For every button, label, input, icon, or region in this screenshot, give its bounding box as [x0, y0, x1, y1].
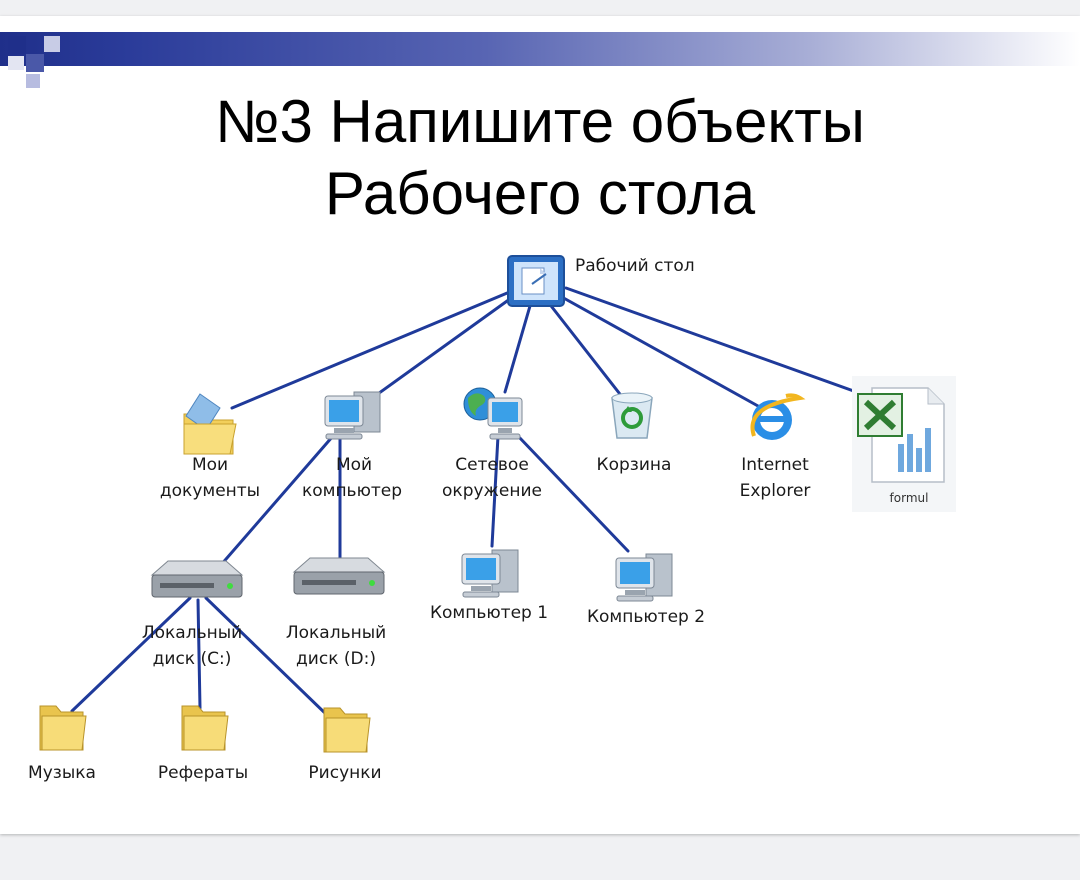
node-my-documents[interactable]: Мои документы — [160, 393, 260, 501]
slide: №3 Напишите объекты Рабочего стола — [0, 16, 1080, 834]
connector-desktop-documents — [230, 289, 514, 410]
title-line-1: №3 Напишите объекты — [215, 88, 865, 155]
node-network[interactable]: Сетевое окружение — [442, 387, 542, 501]
my-documents-label-2: документы — [160, 481, 260, 501]
node-computer-2[interactable]: Компьютер 2 — [587, 553, 705, 627]
my-computer-label-1: Мой — [336, 455, 372, 475]
disk-d-label-2: диск (D:) — [296, 649, 376, 669]
connector-desktop-ie — [558, 294, 760, 408]
desktop-label: Рабочий стол — [575, 256, 695, 276]
music-label: Музыка — [28, 763, 96, 783]
network-label-1: Сетевое — [455, 455, 529, 475]
node-internet-explorer[interactable]: Internet Explorer — [740, 393, 811, 501]
node-my-computer[interactable]: Мой компьютер — [302, 391, 402, 501]
node-pictures[interactable]: Рисунки — [308, 707, 382, 783]
ie-label-1: Internet — [741, 455, 809, 475]
hard-drive-icon — [292, 557, 386, 595]
folder-icon — [181, 705, 229, 751]
computer-2-label: Компьютер 2 — [587, 607, 705, 627]
decor-square — [26, 54, 44, 72]
network-globe-icon — [463, 387, 523, 440]
connector-desktop-network — [503, 304, 532, 394]
documents-folder-icon — [183, 393, 237, 455]
decor-square — [8, 56, 24, 70]
decor-square — [44, 36, 60, 52]
excel-file-label: formul — [890, 491, 929, 505]
computer-icon — [461, 549, 519, 598]
recycle-bin-label: Корзина — [597, 455, 672, 475]
pictures-label: Рисунки — [308, 763, 381, 783]
connector-desktop-recycle — [546, 300, 625, 400]
connector-desktop-excel — [564, 286, 864, 396]
folder-icon — [39, 705, 87, 751]
node-excel-file[interactable]: formul — [852, 376, 956, 512]
desktop-tree-diagram: Рабочий стол Мои документы Мой компьютер — [28, 255, 956, 783]
essays-label: Рефераты — [158, 763, 248, 783]
connector-network-comp2 — [516, 434, 630, 553]
node-disk-c[interactable]: Локальный диск (C:) — [142, 560, 244, 669]
connector-diskc-essays — [196, 598, 202, 710]
node-desktop[interactable]: Рабочий стол — [507, 255, 695, 307]
connector-computer-diskc — [218, 434, 335, 568]
my-computer-label-2: компьютер — [302, 481, 402, 501]
folder-icon — [323, 707, 371, 753]
network-label-2: окружение — [442, 481, 542, 501]
node-computer-1[interactable]: Компьютер 1 — [430, 549, 548, 623]
disk-c-label-2: диск (C:) — [153, 649, 232, 669]
recycle-bin-icon — [611, 392, 653, 439]
node-disk-d[interactable]: Локальный диск (D:) — [286, 557, 386, 669]
connector-network-comp1 — [490, 434, 500, 548]
my-documents-label-1: Мои — [192, 455, 228, 475]
title-line-2: Рабочего стола — [324, 160, 756, 227]
header-gradient-bar — [0, 32, 1080, 66]
node-essays[interactable]: Рефераты — [158, 705, 248, 783]
node-music[interactable]: Музыка — [28, 705, 96, 783]
connector-desktop-computer — [373, 294, 516, 398]
decor-square — [8, 36, 26, 54]
computer-icon — [324, 391, 381, 440]
internet-explorer-icon — [750, 393, 806, 440]
computer-1-label: Компьютер 1 — [430, 603, 548, 623]
computer-icon — [615, 553, 673, 602]
node-recycle-bin[interactable]: Корзина — [597, 392, 672, 475]
disk-c-label-1: Локальный — [142, 623, 242, 643]
disk-d-label-1: Локальный — [286, 623, 386, 643]
slide-title: №3 Напишите объекты Рабочего стола — [0, 86, 1080, 230]
decor-square — [26, 74, 40, 88]
excel-file-icon — [852, 376, 956, 512]
desktop-icon — [507, 255, 565, 307]
connector-diskc-pictures — [204, 596, 330, 718]
connectors — [70, 286, 864, 718]
ie-label-2: Explorer — [740, 481, 811, 501]
hard-drive-icon — [150, 560, 244, 598]
connector-diskc-music — [70, 596, 192, 713]
